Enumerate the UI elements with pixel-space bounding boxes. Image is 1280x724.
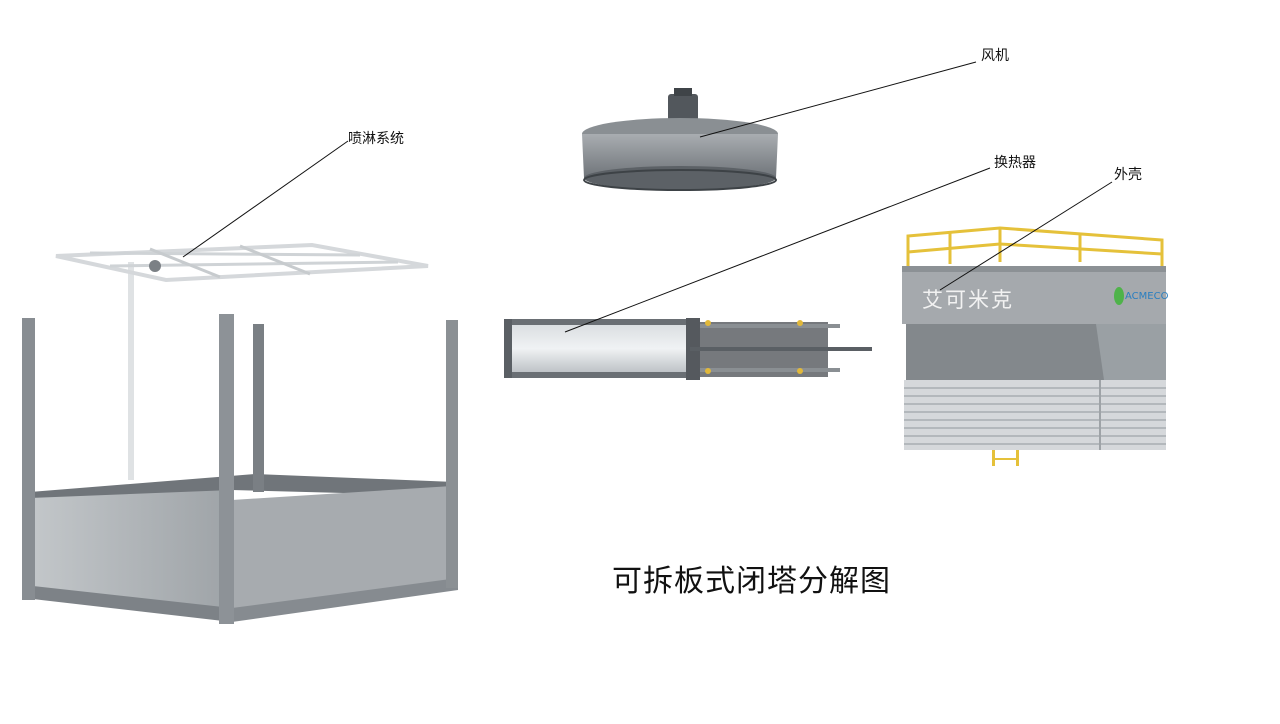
casing-brand-logo-text: ACMECO	[1125, 291, 1169, 302]
fan-leader-line	[699, 61, 977, 138]
heat-exchanger-leader-line	[564, 167, 991, 333]
spray-system	[55, 242, 429, 283]
casing-unit	[902, 226, 1166, 466]
leader-lines	[182, 61, 1113, 333]
diagram-title: 可拆板式闭塔分解图	[612, 564, 891, 599]
casing-leader-line	[939, 181, 1113, 291]
spray-system-label: 喷淋系统	[348, 131, 404, 147]
basin-frame	[22, 262, 458, 624]
fan-unit	[582, 88, 778, 191]
heat-exchanger	[504, 318, 872, 380]
casing-brand-text: 艾可米克	[922, 288, 1014, 312]
spray-leader-line	[182, 140, 349, 258]
fan-label: 风机	[981, 48, 1009, 64]
casing-label: 外壳	[1114, 167, 1142, 183]
heat-exchanger-label: 换热器	[994, 155, 1036, 171]
